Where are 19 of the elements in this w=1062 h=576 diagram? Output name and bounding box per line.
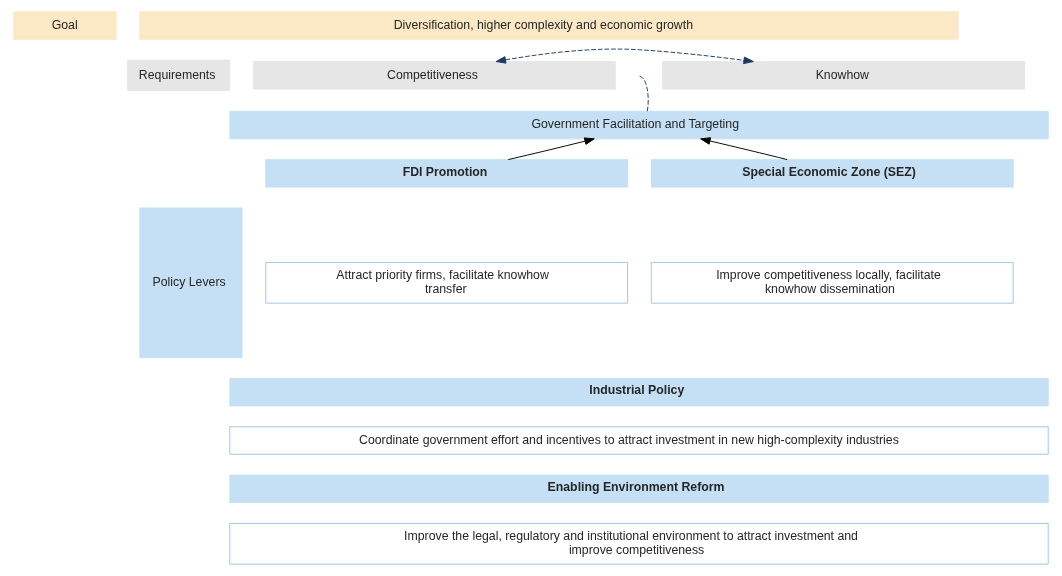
node-box: Diversification, higher complexity and economic growth [139,11,959,40]
node-box: Knowhow [662,61,1025,90]
arrow [507,137,595,161]
arrow [700,137,788,161]
node-box: FDI Promotion [265,159,629,188]
node-box: Industrial Policy [229,378,1049,407]
node-box: Special Economic Zone (SEZ) [650,159,1014,188]
arrow [495,48,754,65]
node-box: Policy Levers [139,207,243,359]
node-box: Attract priority firms, facilitate knowhow transfer [265,261,629,304]
node-box: Enabling Environment Reform [229,474,1049,504]
node-box: Coordinate government effort and incentives to attract investment in new high-complexity industries [229,426,1049,455]
connector [638,75,649,112]
node-box: Improve competitiveness locally, facilitate knowhow dissemination [650,261,1014,304]
node-box: Improve the legal, regulatory and institutional environment to attract investment and improve competitiveness [229,522,1049,565]
node-box: Competitiveness [252,61,616,90]
node-box: Government Facilitation and Targeting [229,110,1049,140]
node-box: Goal [13,11,117,40]
node-box: Requirements [127,59,231,91]
